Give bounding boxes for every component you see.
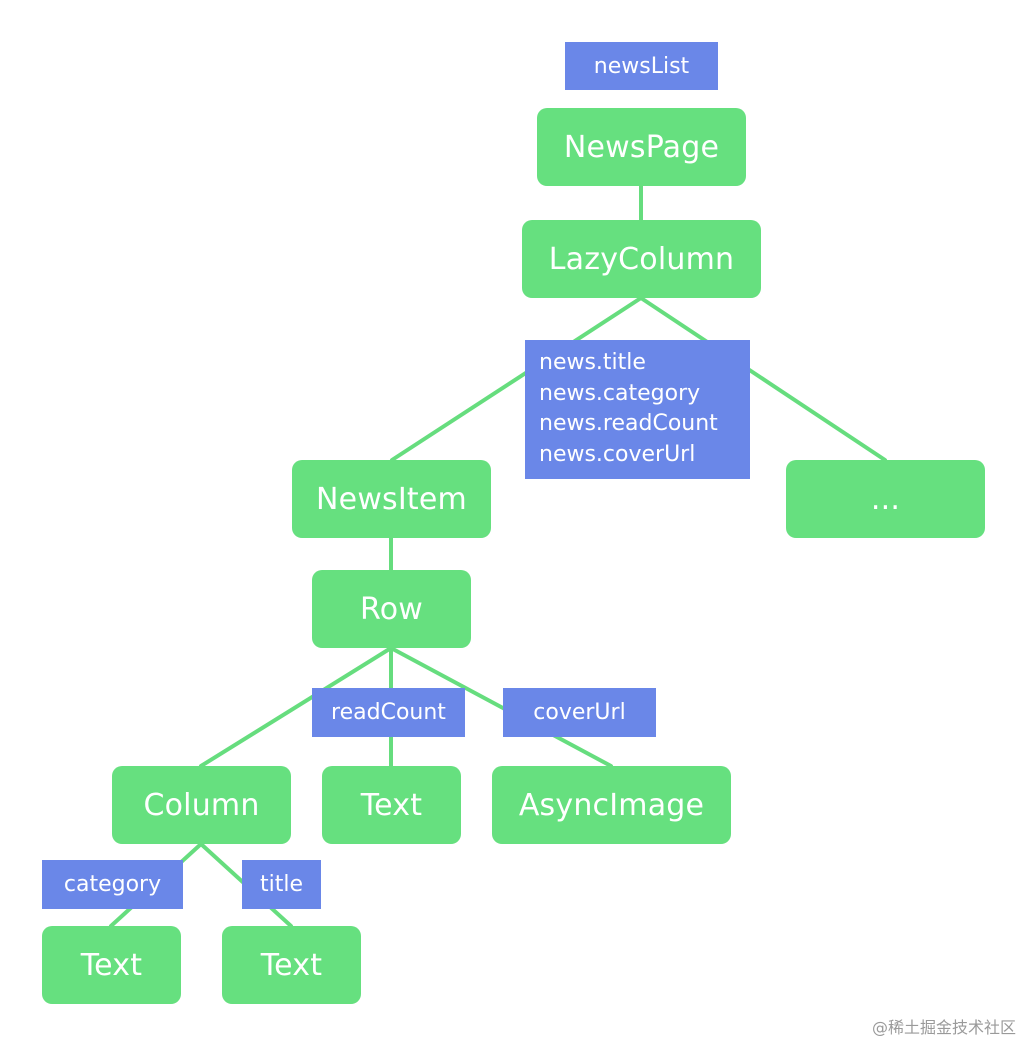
tag-news-field-coverurl: news.coverUrl xyxy=(539,441,696,467)
tag-news-field-readcount: news.readCount xyxy=(539,411,718,436)
tag-coverurl: coverUrl xyxy=(503,688,656,737)
node-lazycolumn: LazyColumn xyxy=(522,220,761,298)
watermark: @稀土掘金技术社区 xyxy=(871,1018,1016,1037)
edge-row-asyncimage xyxy=(389,646,613,768)
edge-lazycolumn-newsitem xyxy=(390,296,643,462)
tag-news-fields: news.title news.category news.readCount … xyxy=(525,340,750,479)
tag-news-field-category: news.category xyxy=(539,380,701,406)
node-text-category: Text xyxy=(42,926,181,1004)
edge-lazycolumn-ellipsis xyxy=(639,296,887,462)
node-newspage: NewsPage xyxy=(537,108,746,186)
node-ellipsis: ... xyxy=(786,460,985,538)
node-column: Column xyxy=(112,766,291,844)
tag-readcount: readCount xyxy=(312,688,465,737)
edge-row-column xyxy=(199,646,393,768)
node-asyncimage: AsyncImage xyxy=(492,766,731,844)
tag-title: title xyxy=(242,860,321,909)
tag-newslist: newsList xyxy=(565,42,718,90)
node-text-readcount: Text xyxy=(322,766,461,844)
tag-category: category xyxy=(42,860,183,909)
node-row: Row xyxy=(312,570,471,648)
node-newsitem: NewsItem xyxy=(292,460,491,538)
tag-news-field-title: news.title xyxy=(539,350,646,375)
node-text-title: Text xyxy=(222,926,361,1004)
